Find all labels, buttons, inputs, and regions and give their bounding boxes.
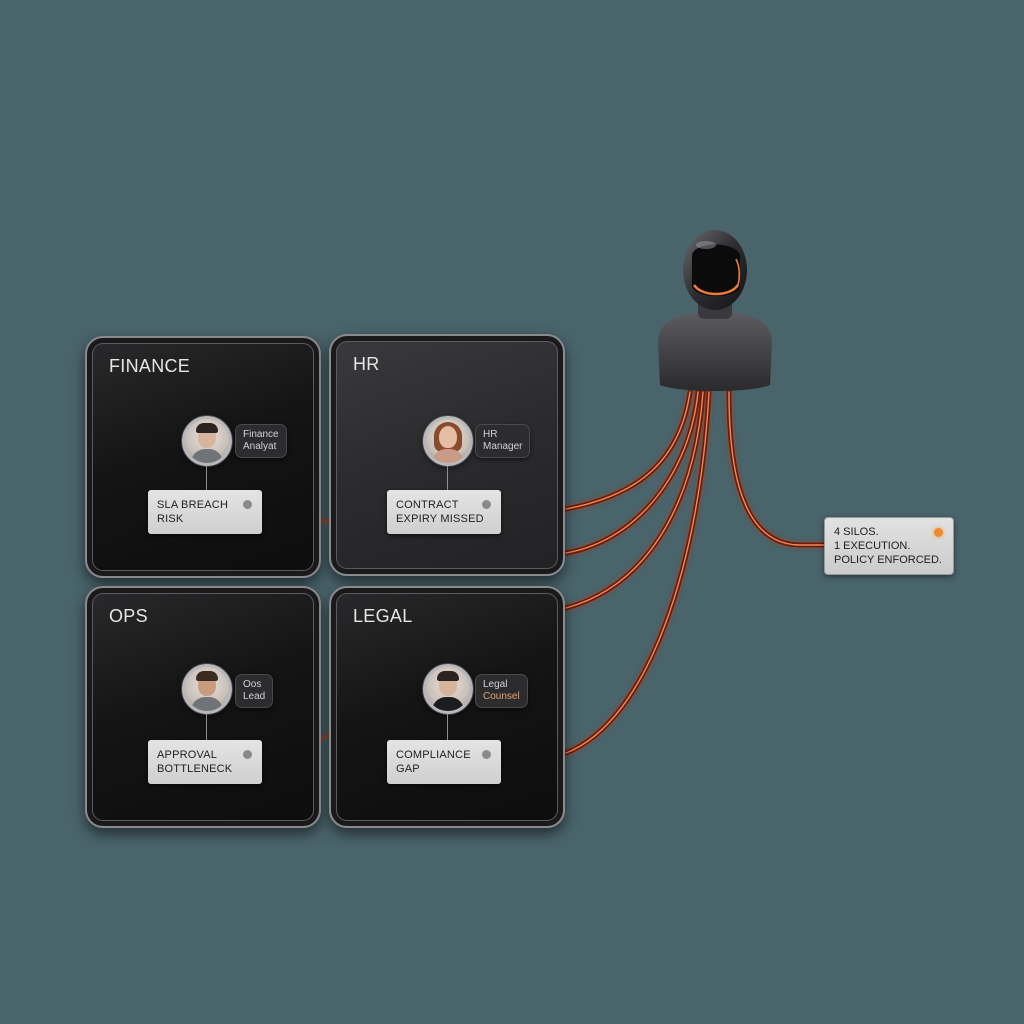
connector-line	[447, 466, 448, 494]
silo-title: LEGAL	[353, 606, 413, 626]
silo-title: OPS	[109, 606, 148, 626]
issue-text-line: APPROVAL	[157, 749, 218, 761]
summary-text-line: 1 EXECUTION.	[834, 540, 911, 552]
issue-card[interactable]: CONTRACT EXPIRY MISSED	[387, 490, 501, 534]
summary-text-line: 4 SILOS.	[834, 526, 879, 538]
silo-title: FINANCE	[109, 356, 191, 376]
role-badge: HR Manager	[475, 424, 531, 458]
issue-text-line: CONTRACT	[396, 499, 459, 511]
silo-panel-ops[interactable]: OPS Oos Lead APPROVAL BOTTLENECK	[85, 586, 321, 828]
silo-panel-finance[interactable]: FINANCE Finance Analyat SLA BREACH RISK	[85, 336, 321, 578]
avatar-icon	[182, 664, 232, 714]
silo-panel-hr[interactable]: HR HR Manager CONTRACT EXPIRY MISSED	[329, 334, 565, 576]
connector-line	[206, 714, 207, 744]
connector-line	[206, 466, 207, 494]
issue-text-line: SLA BREACH	[157, 499, 229, 511]
issue-card[interactable]: SLA BREACH RISK	[148, 490, 262, 534]
avatar-icon	[423, 664, 473, 714]
role-badge: Oos Lead	[235, 674, 274, 708]
issue-text-line: GAP	[396, 763, 420, 775]
summary-text-line: POLICY ENFORCED.	[834, 554, 942, 566]
silo-title: HR	[353, 354, 380, 374]
status-dot-icon	[243, 750, 252, 759]
ai-agent-bust-icon[interactable]	[650, 225, 780, 395]
issue-card[interactable]: APPROVAL BOTTLENECK	[148, 740, 262, 784]
status-dot-icon	[482, 750, 491, 759]
status-dot-icon	[243, 500, 252, 509]
issue-text-line: EXPIRY MISSED	[396, 513, 484, 525]
summary-card[interactable]: 4 SILOS. 1 EXECUTION. POLICY ENFORCED.	[824, 517, 954, 575]
avatar-icon	[182, 416, 232, 466]
connector-line	[447, 714, 448, 744]
issue-text-line: COMPLIANCE	[396, 749, 471, 761]
issue-text-line: BOTTLENECK	[157, 763, 233, 775]
issue-card[interactable]: COMPLIANCE GAP	[387, 740, 501, 784]
role-badge: Legal Counsel	[475, 674, 528, 708]
issue-text-line: RISK	[157, 513, 184, 525]
role-badge: Finance Analyat	[235, 424, 287, 458]
avatar-icon	[423, 416, 473, 466]
status-dot-icon	[482, 500, 491, 509]
status-dot-icon	[934, 528, 943, 537]
silo-panel-legal[interactable]: LEGAL Legal Counsel COMPLIANCE GAP	[329, 586, 565, 828]
